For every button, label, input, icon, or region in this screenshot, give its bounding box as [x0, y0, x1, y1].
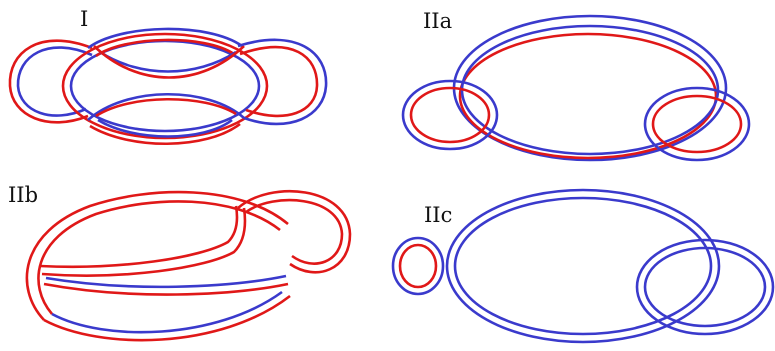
panel-iib-outer-band [25, 190, 291, 342]
panel-iib-right-loop [237, 189, 352, 274]
panel-iia-left-loop [401, 79, 499, 151]
panel-iic: IIc [391, 188, 775, 344]
panel-iia-right-loop [643, 86, 751, 162]
panel-iic-small-circle [391, 236, 445, 296]
panel-iic-large-ellipse [445, 188, 721, 344]
panel-iic-label: IIc [424, 203, 452, 227]
panel-iib-inner-flap [39, 205, 289, 296]
panel-iib-label: IIb [8, 183, 38, 207]
panel-i-upper-lens [87, 27, 245, 79]
panel-i-label: I [80, 7, 88, 31]
panel-iia: IIa [401, 9, 751, 162]
panel-i-outer-band [61, 32, 269, 140]
panel-iic-right-loop [635, 238, 775, 336]
panel-iia-label: IIa [423, 9, 452, 33]
panel-i-right-loop [237, 38, 328, 126]
panel-i-lower-lens [87, 92, 245, 145]
panel-i-left-loop [8, 39, 93, 124]
panel-iib: IIb [8, 183, 352, 342]
panel-i: I [8, 7, 328, 145]
